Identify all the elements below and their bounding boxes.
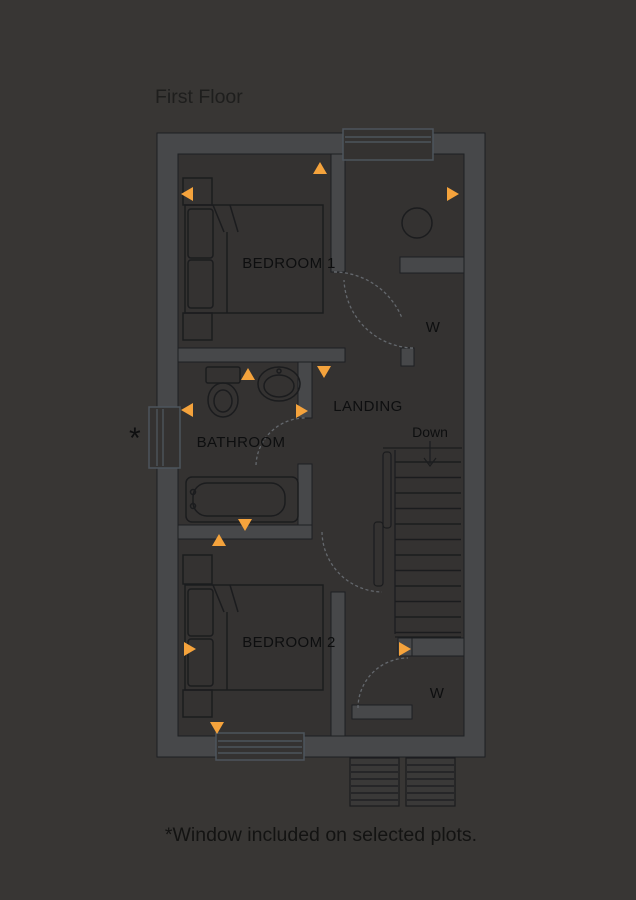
bedside-table: [182, 689, 213, 718]
footnote: *Window included on selected plots.: [165, 824, 477, 846]
triangle-marker-icon: [317, 366, 331, 378]
triangle-marker-icon: [296, 404, 308, 418]
triangle-marker-icon: [241, 368, 255, 380]
double-bed-bedroom1: [182, 177, 324, 341]
bath-tap: [189, 502, 197, 510]
label-landing: LANDING: [333, 398, 402, 415]
page-title: First Floor: [155, 86, 243, 108]
toilet-bowl-inner: [213, 389, 233, 413]
exterior-louver-panels: [349, 757, 456, 807]
interior-walls: [177, 153, 465, 737]
markers-layer: [181, 162, 459, 734]
duvet-fold: [229, 584, 239, 613]
pillow: [187, 638, 214, 687]
louver-panel-left: [349, 757, 400, 807]
pillow: [187, 208, 214, 259]
ceiling-fixture-circle: [401, 207, 433, 239]
bed-frame: [184, 584, 324, 691]
left-window: [148, 406, 181, 469]
top-window: [342, 128, 434, 161]
fixtures: [182, 177, 433, 718]
door-arc-wardrobe-bottom: [357, 657, 409, 709]
duvet-fold: [212, 584, 225, 613]
label-bedroom1: BEDROOM 1: [242, 255, 336, 272]
wall-bedroom2-corridor: [330, 591, 346, 737]
wall-wardrobe-bottom-west: [351, 704, 413, 720]
bath-tap: [189, 488, 197, 496]
triangle-marker-icon: [181, 403, 193, 417]
wall-bedroom1-landing: [330, 153, 346, 273]
triangle-marker-icon: [184, 642, 196, 656]
label-bathroom: BATHROOM: [197, 434, 286, 451]
wall-wardrobe-bottom-north: [411, 637, 465, 657]
room-labels: BEDROOM 1 BEDROOM 2 BATHROOM LANDING W W…: [197, 255, 448, 702]
bed-frame: [184, 204, 324, 314]
triangle-marker-icon: [210, 722, 224, 734]
basin-inner: [263, 374, 295, 398]
toilet-bowl: [207, 382, 239, 418]
triangle-marker-icon: [447, 187, 459, 201]
bottom-window: [215, 732, 305, 761]
handrail-upper: [382, 451, 392, 529]
asterisk-note-marker: *: [129, 422, 141, 455]
duvet-fold: [212, 204, 225, 233]
handrail-lower: [373, 521, 384, 587]
triangle-marker-icon: [399, 642, 411, 656]
triangle-marker-icon: [313, 162, 327, 174]
label-wardrobe-bottom: W: [430, 685, 445, 702]
door-arc-wardrobe-top: [343, 279, 414, 349]
toilet: [205, 366, 241, 418]
pillow: [187, 588, 214, 637]
triangle-marker-icon: [238, 519, 252, 531]
wall-wardrobe-top-stub: [400, 347, 415, 367]
label-bedroom2: BEDROOM 2: [242, 634, 336, 651]
bedside-table: [182, 554, 213, 585]
double-bed-bedroom2: [182, 554, 324, 718]
label-stairs-down: Down: [412, 424, 448, 440]
basin-rim: [257, 366, 301, 402]
basin-tap: [276, 368, 282, 374]
bath-inner: [192, 482, 286, 517]
label-wardrobe-top: W: [426, 319, 441, 336]
stair-treads-layer: [395, 461, 461, 634]
triangle-marker-icon: [181, 187, 193, 201]
stairs: [373, 441, 462, 638]
wash-basin: [257, 366, 301, 402]
wall-bathroom-east-lower: [297, 463, 313, 526]
door-arc-bathroom: [255, 417, 306, 466]
door-arc-bedroom2: [321, 531, 383, 593]
pillow: [187, 259, 214, 309]
louver-lines: [351, 764, 454, 801]
down-arrow-head: [423, 457, 437, 467]
wall-wardrobe-top-north: [399, 256, 465, 274]
triangle-marker-icon: [212, 534, 226, 546]
bedside-table: [182, 312, 213, 341]
windows: [148, 128, 434, 761]
wall-bedroom1-bathroom: [177, 347, 346, 363]
bedside-table: [182, 177, 213, 206]
door-arcs: [255, 271, 414, 709]
louver-panel-right: [405, 757, 456, 807]
duvet-fold: [229, 204, 239, 233]
